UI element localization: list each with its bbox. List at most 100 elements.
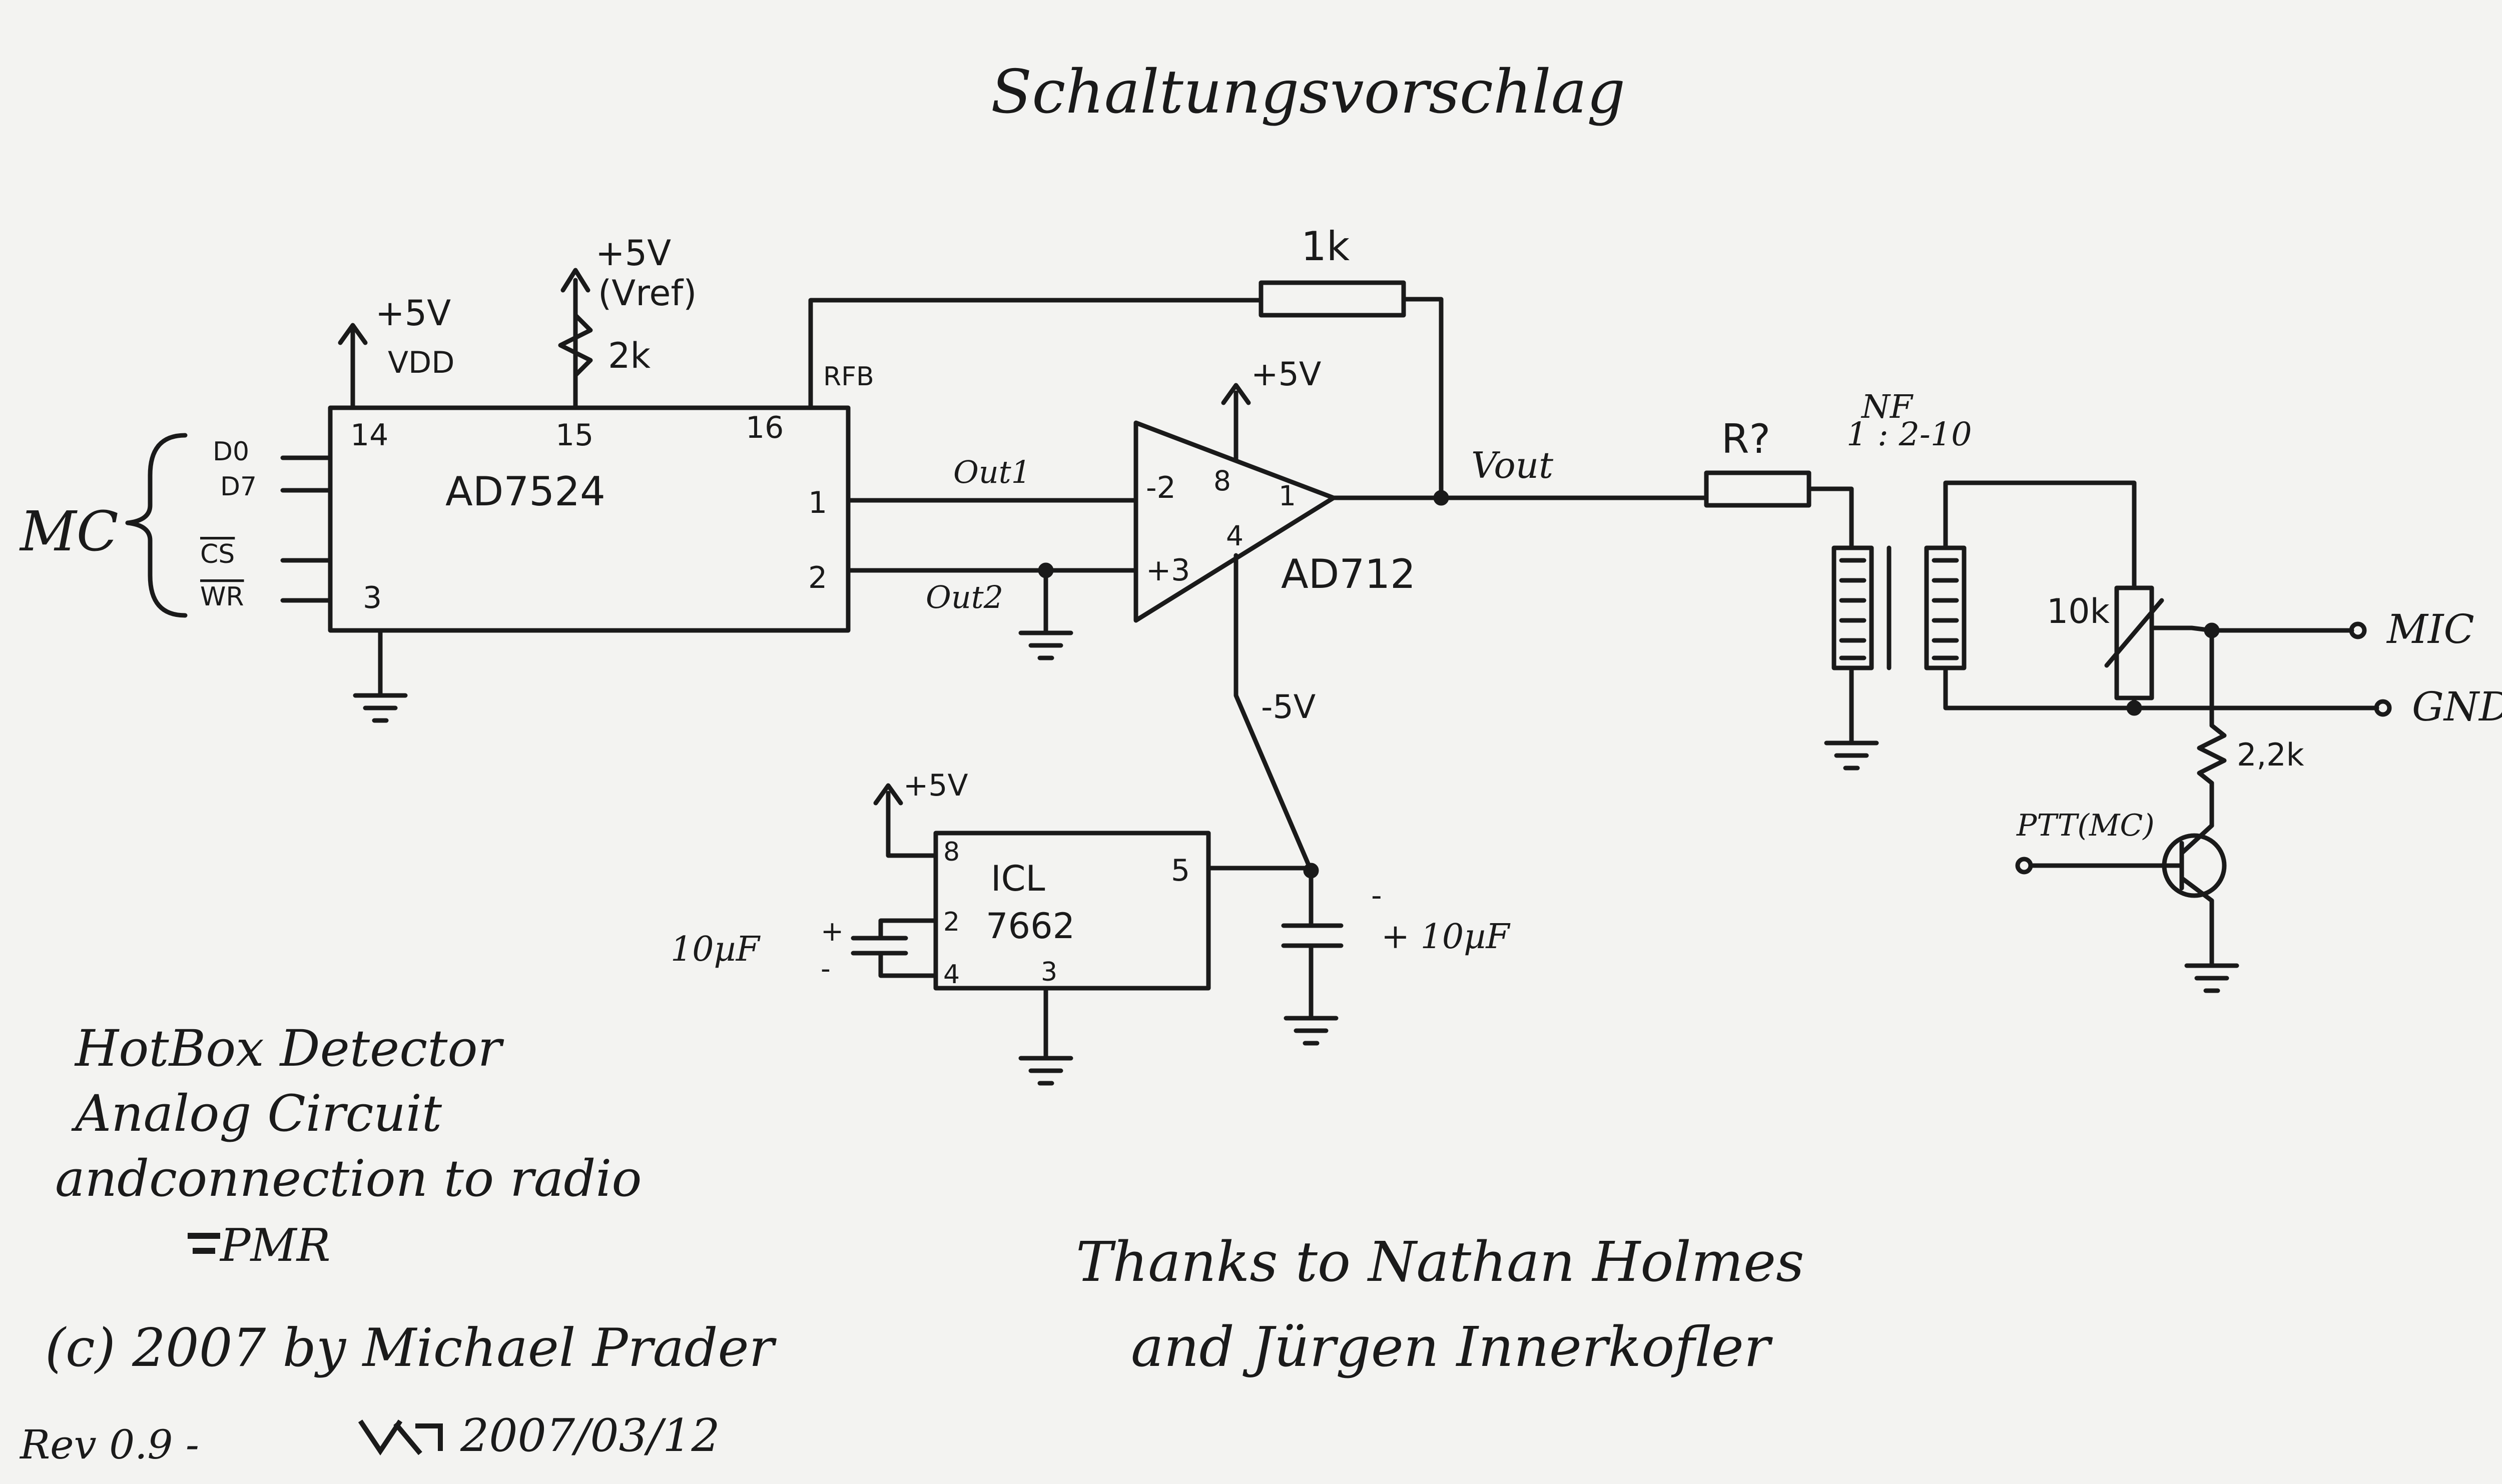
icl-junction [1303, 863, 1319, 879]
series-resistor-label: R? [1721, 416, 1770, 462]
input-d0: D0 [213, 437, 249, 467]
ptt-label: PTT(MC) [2016, 808, 2155, 843]
opamp-pin-1: 1 [1279, 480, 1296, 512]
transformer-primary [1831, 545, 1874, 670]
description-line-2: Analog Circuit [71, 1084, 442, 1143]
gnd-terminal[interactable] [2374, 699, 2392, 717]
series-to-transformer [1806, 486, 1854, 550]
out2-label: Out2 [926, 579, 1003, 615]
feedback-resistor [1259, 280, 1406, 318]
transformer-secondary [1924, 545, 1967, 670]
icl-vin-label: +5V [903, 768, 968, 803]
vout-junction [1433, 490, 1449, 506]
transistor-ground [2184, 963, 2239, 993]
mic-label: MIC [2386, 606, 2474, 652]
icl-cap-right-value: + 10µF [1381, 917, 1511, 957]
description-line-1: HotBox Detector [74, 1019, 504, 1078]
description-line-5: (c) 2007 by Michael Prader [45, 1317, 777, 1378]
secondary-loop [1943, 480, 2379, 710]
icl-cap-left [851, 918, 938, 978]
icl-cap-left-plus: + [821, 915, 844, 947]
output-pot [2114, 585, 2154, 700]
vout-label: Vout [1471, 444, 1554, 486]
opamp-vpos-label: +5V [1251, 356, 1321, 393]
series-resistor [1704, 470, 1811, 508]
opamp-label: AD712 [1281, 551, 1416, 597]
pmr-strikethrough [188, 1233, 220, 1254]
opamp-pin-plus: +3 [1146, 553, 1190, 588]
icl-cap-left-value: 10µF [671, 930, 761, 969]
revision-label: Rev 0.9 - [19, 1421, 199, 1468]
page-title: Schaltungsvorschlag [991, 58, 1625, 127]
icl-pin-3: 3 [1041, 957, 1057, 987]
out1-label: Out1 [953, 454, 1031, 490]
icl-cap-left-minus: - [821, 953, 831, 985]
pulldown-value: 2,2k [2237, 736, 2304, 773]
pin-16: 16 [746, 410, 784, 445]
icl-label-line1: ICL [991, 858, 1045, 899]
pin-15: 15 [555, 418, 593, 453]
icl7662-chip [933, 831, 1211, 991]
input-cs: CS [200, 539, 235, 569]
opamp-vneg-label: -5V [1261, 688, 1316, 726]
pin-1: 1 [808, 485, 827, 520]
rfb-label: RFB [823, 362, 874, 392]
transformer-ratio: 1 : 2-10 [1846, 416, 1972, 453]
vref-pot-value: 2k [608, 335, 651, 376]
ptt-terminal[interactable] [2015, 857, 2033, 875]
icl-label-line2: 7662 [986, 906, 1075, 947]
icl-cap-right [1281, 923, 1344, 1021]
ad7524-label: AD7524 [445, 468, 605, 515]
vdd-voltage: +5V [375, 293, 451, 334]
thanks-line-1: Thanks to Nathan Holmes [1076, 1230, 1804, 1294]
gnd-junction [2126, 700, 2142, 716]
feedback-return [1401, 297, 1444, 503]
feedback-resistor-value: 1k [1301, 223, 1350, 270]
opamp-pin-minus: -2 [1146, 470, 1176, 505]
input-wr: WR [200, 582, 244, 612]
opamp-pin-4: 4 [1226, 520, 1243, 552]
mc-brace [125, 433, 188, 618]
icl-cap-ground [1284, 1016, 1339, 1046]
transformer-secondary-winding [1932, 558, 1959, 660]
pulldown-resistor [2197, 628, 2227, 828]
gnd-label: GND [2412, 683, 2502, 730]
transistor-emitter [2179, 876, 2214, 968]
input-d7: D7 [220, 472, 257, 502]
transformer-primary-winding [1839, 558, 1866, 660]
wiper-to-mic [2149, 625, 2354, 633]
icl-vin [886, 791, 938, 858]
description-line-3: andconnection to radio [55, 1149, 642, 1208]
output-pot-wiper [2104, 598, 2164, 668]
mc-bus-label: MC [19, 499, 119, 563]
transistor-base [2029, 841, 2184, 891]
thanks-line-2: and Jürgen Innerkofler [1131, 1315, 1773, 1379]
output-pot-value: 10k [2047, 592, 2110, 631]
vdd-name: VDD [388, 345, 454, 380]
icl-pin-2: 2 [943, 907, 960, 937]
vref-name: (Vref) [598, 273, 697, 314]
icl-vin-arrow [873, 783, 903, 806]
icl-pin5 [1206, 866, 1314, 926]
icl-ground [1018, 1056, 1073, 1086]
transformer-type: NF [1860, 388, 1914, 426]
opamp-vpos-arrow [1221, 383, 1251, 405]
mc-input-lines [280, 455, 333, 603]
icl-pin-4: 4 [943, 960, 960, 990]
vref-pot [558, 313, 593, 378]
pin-3: 3 [363, 580, 382, 615]
icl-pin-5: 5 [1171, 853, 1190, 888]
transistor-collector [2179, 823, 2214, 856]
icl-cap-right-minus: - [1371, 878, 1382, 913]
vdd-arrow [338, 323, 368, 345]
description-line-4: PMR [219, 1219, 330, 1272]
revision-date: 2007/03/12 [460, 1409, 720, 1462]
vref-arrow [560, 268, 590, 293]
revision-scribble [358, 1419, 443, 1456]
vref-voltage: +5V [595, 233, 671, 274]
opamp-pin-8: 8 [1213, 465, 1231, 497]
primary-ground [1824, 740, 1879, 771]
mic-terminal[interactable] [2349, 621, 2367, 639]
rfb-line [808, 298, 1264, 410]
